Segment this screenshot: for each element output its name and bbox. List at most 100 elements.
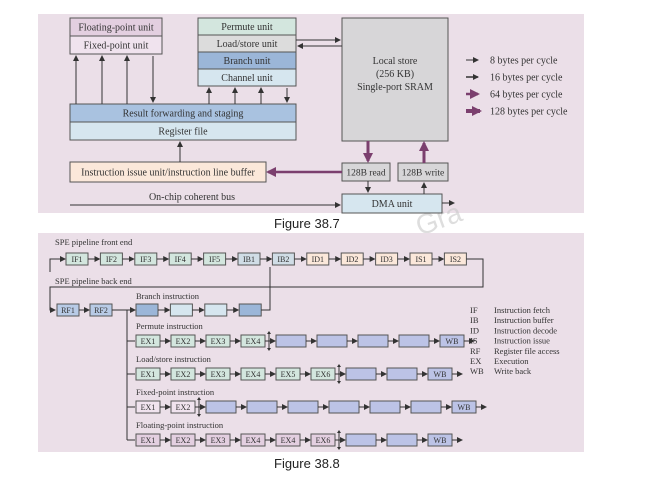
write-128b-box-label: 128B write [402, 168, 444, 178]
sync-mark-down-2 [337, 381, 341, 384]
row-2-stage-7 [386, 367, 418, 381]
row-1-stage-4 [275, 334, 307, 348]
row-2-stage-1-label: EX2 [176, 370, 191, 379]
legend-text-id: Instruction decode [494, 325, 557, 335]
row-4-stage-5-label: EX6 [316, 436, 331, 445]
front-stage-if5-label: IF5 [209, 255, 220, 264]
sync-mark-up-3 [197, 397, 201, 400]
front-stage-id1-label: ID1 [312, 255, 324, 264]
row-2-stage-3-label: EX4 [246, 370, 261, 379]
branch-loop-back [261, 267, 271, 311]
row-2-stage-5-label: EX6 [316, 370, 331, 379]
local-store-label-0: Local store [373, 56, 418, 67]
register-file [69, 121, 297, 141]
dma-unit-label: DMA unit [372, 199, 413, 210]
row-1-stage-1-label: EX2 [176, 337, 191, 346]
row-3-stage-7 [410, 400, 442, 414]
front-stage-if4-label: IF4 [175, 255, 186, 264]
row-3-stage-1-label: EX2 [176, 403, 191, 412]
row-2-stage-8-label: WB [434, 370, 447, 379]
register-file-label: Register file [158, 127, 208, 138]
legend-abbr-rf: RF [470, 346, 481, 356]
legend-label-2: 64 bytes per cycle [490, 90, 563, 101]
legend-abbr-is: IS [470, 336, 478, 346]
row-4-stage-7 [386, 433, 418, 447]
front-stage-ib2-label: IB2 [277, 255, 289, 264]
row-4-stage-0-label: EX1 [141, 436, 156, 445]
front-stage-is1-label: IS1 [415, 255, 426, 264]
result-forwarding-staging-label: Result forwarding and staging [123, 109, 244, 120]
row-3-stage-5 [328, 400, 360, 414]
front-stage-if2-label: IF2 [106, 255, 117, 264]
row-1-stage-2-label: EX3 [211, 337, 226, 346]
unit-channel-unit [197, 68, 297, 87]
sync-mark-down-4 [337, 447, 341, 450]
legend-text-wb: Write back [494, 366, 532, 376]
row-1-stage-0-label: EX1 [141, 337, 156, 346]
local-store-label-1: (256 KB) [376, 69, 414, 80]
row-title-branch: Branch instruction [136, 291, 200, 301]
branch-stage-2 [204, 303, 228, 317]
row-2-stage-0-label: EX1 [141, 370, 156, 379]
row-3-stage-8-label: WB [458, 403, 471, 412]
legend-abbr-if: IF [470, 305, 478, 315]
unit-load-store-unit-label: Load/store unit [217, 39, 278, 50]
on-chip-bus-label: On-chip coherent bus [149, 192, 235, 203]
row-3-stage-2 [205, 400, 237, 414]
branch-stage-1 [169, 303, 193, 317]
instruction-issue-unit-label: Instruction issue unit/instruction line … [81, 168, 255, 179]
local-store-box [341, 17, 449, 142]
row-title-3: Fixed-point instruction [136, 387, 215, 397]
branch-stage-0 [135, 303, 159, 317]
legend-label-1: 16 bytes per cycle [490, 73, 563, 84]
front-stage-if3-label: IF3 [140, 255, 151, 264]
row-4-stage-1-label: EX2 [176, 436, 191, 445]
legend-abbr-ex: EX [470, 356, 481, 366]
row-3-stage-3 [246, 400, 278, 414]
sync-mark-down-1 [267, 348, 271, 351]
row-4-stage-3-label: EX4 [246, 436, 261, 445]
unit-branch-unit-label: Branch unit [224, 56, 271, 67]
row-3-stage-6 [369, 400, 401, 414]
sync-mark-down-3 [197, 414, 201, 417]
row-1-stage-3-label: EX4 [246, 337, 261, 346]
row-1-stage-5 [316, 334, 348, 348]
unit-channel-unit-label: Channel unit [221, 73, 273, 84]
row-3-stage-0-label: EX1 [141, 403, 156, 412]
legend-abbr-wb: WB [470, 366, 484, 376]
branch-stage-3 [238, 303, 262, 317]
unit-permute-unit-label: Permute unit [221, 22, 273, 33]
row-4-stage-6 [345, 433, 377, 447]
row-4-stage-2-label: EX3 [211, 436, 226, 445]
row-1-stage-6 [357, 334, 389, 348]
back-end-title: SPE pipeline back end [55, 276, 132, 286]
row-1-stage-7 [398, 334, 430, 348]
floating-point-unit-label: Floating-point unit [78, 23, 154, 34]
front-stage-is2-label: IS2 [450, 255, 461, 264]
legend-text-rf: Register file access [494, 346, 560, 356]
row-2-stage-4-label: EX5 [281, 370, 296, 379]
legend-text-if: Instruction fetch [494, 305, 551, 315]
row-title-2: Load/store instruction [136, 354, 212, 364]
row-title-4: Floating-point instruction [136, 420, 224, 430]
legend-text-is: Instruction issue [494, 336, 550, 346]
front-stage-id2-label: ID2 [346, 255, 358, 264]
legend-text-ib: Instruction buffer [494, 315, 554, 325]
back-stage-rf1-label: RF1 [61, 306, 75, 315]
figure-38-7-caption: Figure 38.7 [274, 216, 340, 231]
legend-label-3: 128 bytes per cycle [490, 107, 568, 118]
row-2-stage-6 [345, 367, 377, 381]
front-stage-ib1-label: IB1 [243, 255, 255, 264]
row-4-stage-4-label: EX4 [281, 436, 296, 445]
front-end-title: SPE pipeline front end [55, 237, 133, 247]
row-title-1: Permute instruction [136, 321, 204, 331]
front-loop-in [49, 256, 66, 272]
fixed-point-unit-label: Fixed-point unit [84, 41, 149, 52]
row-4-stage-8-label: WB [434, 436, 447, 445]
sync-mark-up-2 [337, 364, 341, 367]
sync-mark-up-1 [267, 331, 271, 334]
fixed-point-unit [69, 35, 163, 55]
row-3-stage-4 [287, 400, 319, 414]
